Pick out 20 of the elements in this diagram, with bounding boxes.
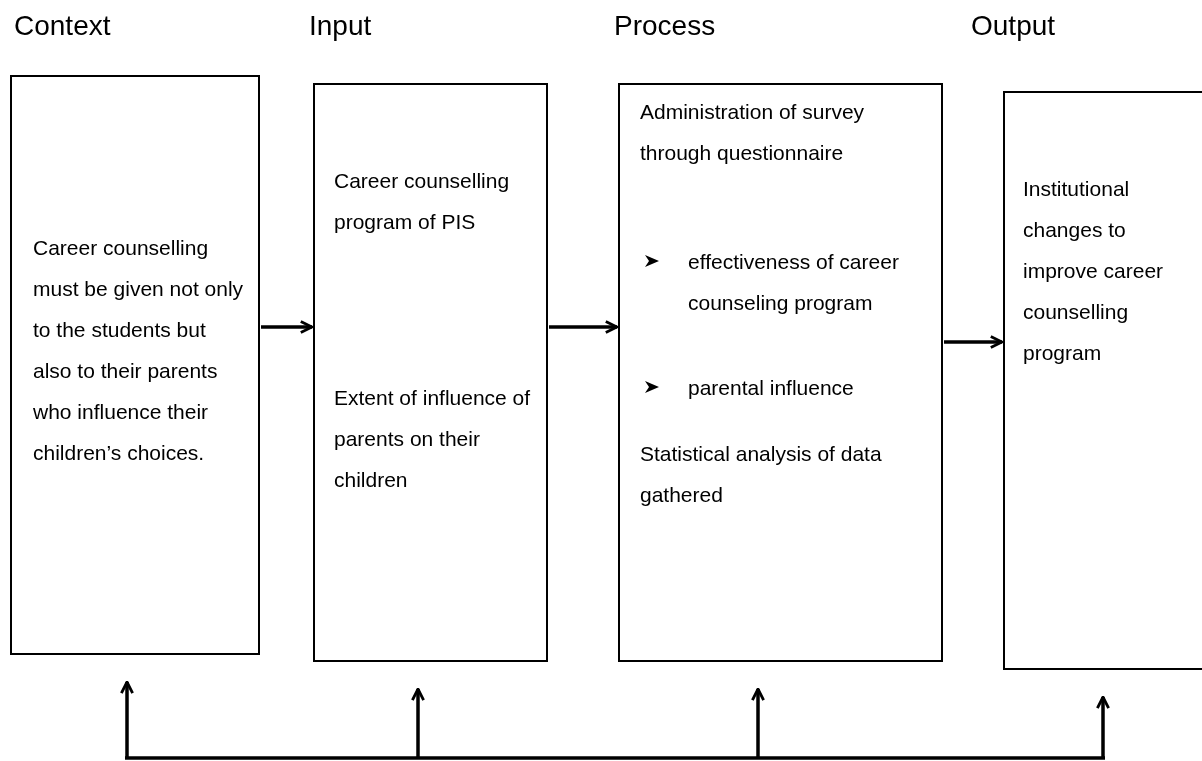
box-text: Career counselling program of PIS	[334, 168, 511, 235]
stage-heading: Context	[14, 10, 111, 42]
stage-heading: Process	[614, 10, 716, 42]
arrow	[411, 687, 425, 758]
box-text: Statistical analysis of data gathered	[640, 441, 883, 508]
bullet-text: effectiveness of career counseling program	[688, 249, 900, 316]
box-text: Administration of survey through questionnaire	[640, 99, 866, 166]
bullet-text: parental influence	[688, 375, 855, 401]
stage-heading: Output	[971, 10, 1056, 42]
arrow	[751, 687, 765, 758]
arrow	[549, 320, 619, 334]
box-text: Extent of influence of parents on their children	[334, 385, 532, 493]
arrow	[261, 320, 314, 334]
box-text: Career counselling must be given not only to the students but also to their parents who influence their children’s choices.	[33, 235, 245, 466]
arrow	[944, 335, 1004, 349]
box-text: Institutional changes to improve career counselling program	[1023, 176, 1165, 366]
arrow	[120, 680, 134, 758]
arrow	[1096, 695, 1110, 758]
stage-heading: Input	[309, 10, 372, 42]
feedback-line	[125, 756, 1105, 760]
